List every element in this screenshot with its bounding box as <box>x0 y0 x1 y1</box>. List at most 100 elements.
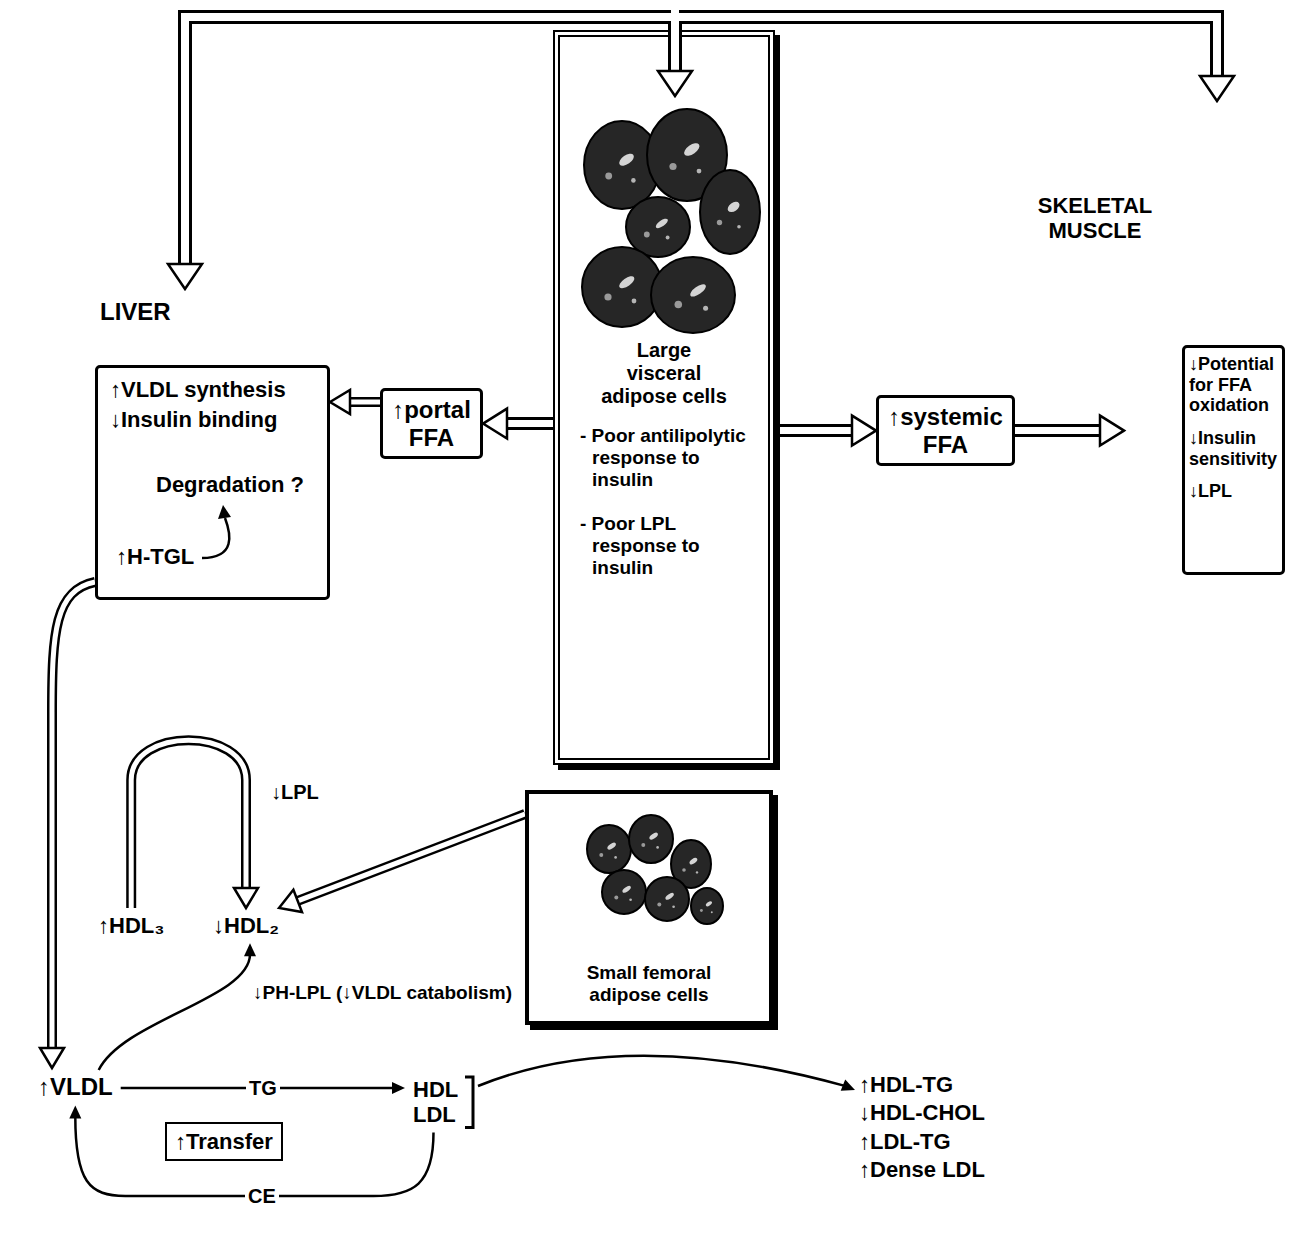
hollow-arrow-outline <box>775 424 854 437</box>
node-text: ↓Potential for FFA oxidation <box>1189 354 1278 416</box>
lipoprotein-label: HDL LDL <box>405 1072 478 1133</box>
result-list: ↑HDL-TG↓HDL-CHOL↑LDL-TG↑Dense LDL <box>855 1066 989 1188</box>
node-text: ↑LDL-TG <box>859 1129 985 1154</box>
node-text: ↑H-TGL <box>116 544 194 569</box>
lipoprotein-label: ↓HDL₂ <box>205 908 287 943</box>
arrow-head <box>841 1080 855 1091</box>
hollow-arrow-inner <box>775 427 854 434</box>
cell-highlight <box>675 301 683 309</box>
liver-process-box: ↑VLDL synthesis ↓Insulin bindingDegradati… <box>95 365 330 600</box>
node-text: ↑systemic FFA <box>887 403 1004 458</box>
fat-cell <box>645 877 689 921</box>
node-text: LIVER <box>100 298 171 326</box>
cell-highlight <box>654 217 669 230</box>
cell-highlight <box>700 909 703 912</box>
cell-highlight <box>682 868 686 872</box>
arrow-head <box>168 264 202 289</box>
hollow-arrow-inner <box>131 740 246 908</box>
edge-label: CE <box>245 1185 279 1208</box>
lipoprotein-label: ↑VLDL <box>30 1068 121 1106</box>
node-text: ↑portal FFA <box>391 396 472 451</box>
cell-highlight <box>717 220 722 225</box>
arrow-head <box>483 409 507 439</box>
arrow-head <box>852 416 876 446</box>
text-slot: ↑VLDL synthesis <box>110 377 286 402</box>
hollow-arrow-inner <box>348 400 380 405</box>
connector <box>330 390 380 414</box>
cell-highlight <box>606 841 617 850</box>
cell-highlight <box>605 173 612 180</box>
cell-highlight <box>644 232 650 238</box>
arrow-head <box>658 71 692 96</box>
arrow-head <box>392 1082 405 1094</box>
fat-cell <box>629 815 673 863</box>
arrow-head <box>330 390 350 414</box>
node-text: - Poor antilipolytic response to insulin <box>580 425 758 491</box>
arrow-head <box>1200 76 1234 101</box>
text-slot: LIVER <box>100 298 171 326</box>
hollow-arrow-outline <box>348 397 380 407</box>
curved-arrow <box>202 518 229 558</box>
hollow-arrow-outline <box>185 17 1217 266</box>
cell-highlight <box>614 856 617 859</box>
process-box: ↑Transfer <box>165 1122 283 1161</box>
node-text: ↑HDL₃ <box>98 913 164 938</box>
hollow-arrow-outline <box>296 814 525 902</box>
arrow-head <box>244 943 256 956</box>
cell-highlight <box>737 225 741 229</box>
hollow-arrow-outline <box>1015 424 1102 437</box>
arrow-head <box>40 1048 64 1068</box>
cell-highlight <box>703 306 708 311</box>
arrow-line <box>478 1056 845 1086</box>
cell-highlight <box>617 274 636 291</box>
cell-highlight <box>629 898 632 901</box>
edge-label: ↓LPL <box>268 781 322 804</box>
node-text: ↑HDL-TG <box>859 1072 985 1097</box>
cell-highlight <box>632 299 637 304</box>
bracket-line <box>465 1077 473 1128</box>
arrow-head <box>234 888 258 908</box>
cell-highlight <box>648 831 659 840</box>
arrow-head <box>218 505 231 519</box>
cell-highlight <box>688 282 707 299</box>
muscle-outline <box>1000 95 1290 1140</box>
node-text: Degradation ? <box>156 472 304 497</box>
text-slot: Small femoral adipose cells <box>573 962 725 1006</box>
edge-label: TG <box>246 1077 280 1100</box>
cell-highlight <box>666 236 670 240</box>
cell-highlight <box>617 151 636 168</box>
text-slot: ↓PH-LPL (↓VLDL catabolism) <box>250 982 515 1004</box>
connector <box>775 416 876 446</box>
node-text: ↓LPL <box>1189 481 1278 502</box>
node-text: Large visceral adipose cells <box>599 339 729 408</box>
cell-highlight <box>705 900 713 907</box>
node-text: ↓Insulin sensitivity <box>1189 428 1278 469</box>
text-slot: Degradation ? <box>156 472 304 497</box>
cell-highlight <box>682 141 702 159</box>
fat-cell <box>626 197 690 257</box>
text-slot: ↑H-TGL <box>116 544 194 569</box>
node-text: ↓Insulin binding <box>110 407 277 432</box>
connector <box>483 409 553 439</box>
cell-highlight <box>697 169 702 174</box>
node-text: ↑Dense LDL <box>859 1157 985 1182</box>
arrow-head <box>69 1106 81 1119</box>
node-text: ↓HDL₂ <box>213 913 279 938</box>
liver-shape <box>0 326 562 865</box>
node-text: - Poor LPL response to insulin <box>580 513 758 579</box>
muscle-shape <box>1100 100 1290 1135</box>
fat-cell <box>602 870 646 914</box>
cell-highlight <box>688 857 698 866</box>
connector <box>40 582 95 1068</box>
node-text: SKELETAL MUSCLE <box>1030 193 1160 244</box>
ffa-box: ↑portal FFA <box>380 388 483 459</box>
lipoprotein-label: ↑HDL₃ <box>90 908 172 943</box>
fat-cell <box>691 888 723 924</box>
text-slot: ↓Insulin binding <box>110 407 277 432</box>
ffa-box: ↑systemic FFA <box>876 395 1015 466</box>
flux-channel <box>521 72 538 728</box>
cell-highlight <box>614 896 618 900</box>
